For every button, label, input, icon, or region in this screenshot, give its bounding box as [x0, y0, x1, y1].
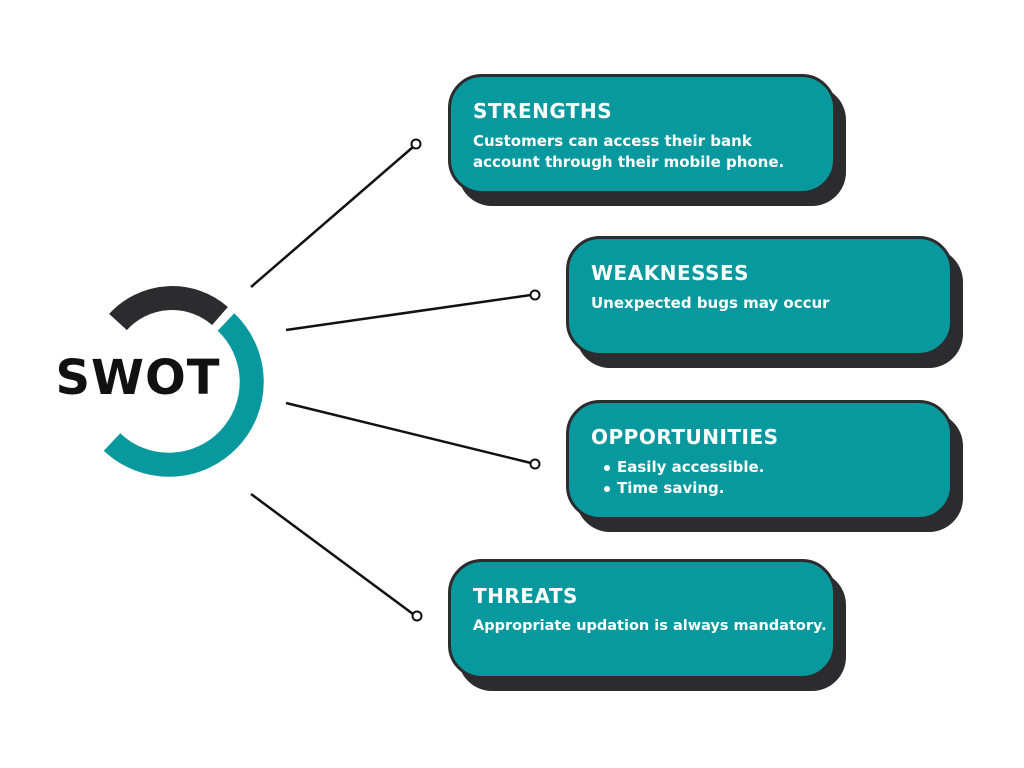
- connector-dot-opportunities: [529, 458, 541, 470]
- connector-dot-threats: [411, 610, 423, 622]
- opportunities-bullet: Time saving.: [604, 478, 930, 499]
- weaknesses-card: WEAKNESSES Unexpected bugs may occur: [566, 236, 953, 356]
- weaknesses-heading: WEAKNESSES: [591, 261, 750, 285]
- strengths-text: Customers can access their bank account …: [473, 132, 785, 171]
- strengths-heading: STRENGTHS: [473, 99, 613, 123]
- opportunities-bullet: Easily accessible.: [604, 457, 930, 478]
- hub-ring-teal-arc: [103, 313, 264, 477]
- connector-weaknesses: [285, 293, 532, 332]
- strengths-card: STRENGTHS Customers can access their ban…: [448, 74, 836, 194]
- connector-dot-strengths: [410, 138, 422, 150]
- connector-threats: [250, 492, 414, 616]
- opportunities-heading: OPPORTUNITIES: [591, 425, 779, 449]
- opportunities-card: OPPORTUNITIES Easily accessible. Time sa…: [566, 400, 953, 520]
- opportunities-list: Easily accessible. Time saving.: [591, 457, 930, 499]
- connector-strengths: [250, 146, 414, 288]
- threats-text: Appropriate updation is always mandatory…: [473, 618, 827, 634]
- weaknesses-text: Unexpected bugs may occur: [591, 294, 830, 312]
- hub-ring-dark-arc: [109, 286, 228, 331]
- threats-heading: THREATS: [473, 584, 578, 608]
- connector-dot-weaknesses: [529, 289, 541, 301]
- connector-opportunities: [285, 401, 532, 465]
- threats-card: THREATS Appropriate updation is always m…: [448, 559, 836, 679]
- swot-title: SWOT: [55, 350, 221, 406]
